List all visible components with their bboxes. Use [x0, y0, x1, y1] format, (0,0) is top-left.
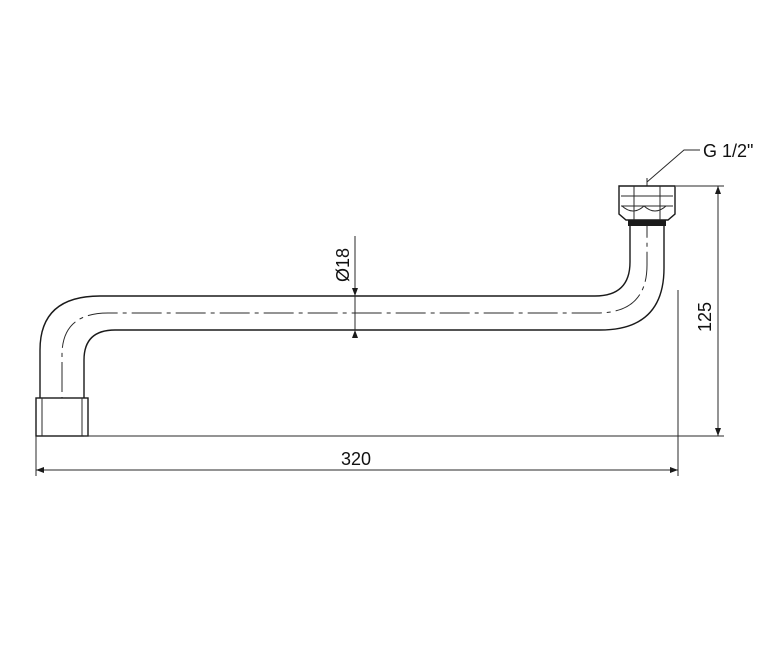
- thread-leader-line: [646, 149, 700, 183]
- height-arrow-top: [715, 186, 721, 194]
- thread-label: G 1/2": [703, 141, 753, 161]
- pipe-inner-contour: [83, 224, 665, 398]
- length-arrow-left: [36, 467, 44, 473]
- connector-nut: [618, 185, 676, 221]
- pipe-outer-contour: [39, 224, 631, 398]
- height-arrow-bottom: [715, 428, 721, 436]
- length-label: 320: [341, 449, 371, 469]
- pipe-centerline: [61, 178, 648, 436]
- diameter-arrow-top: [352, 288, 358, 296]
- diameter-arrow-bottom: [352, 330, 358, 338]
- nut-band: [628, 220, 666, 226]
- outlet-sleeve: [35, 397, 89, 437]
- height-label: 125: [695, 302, 715, 332]
- length-arrow-right: [670, 467, 678, 473]
- diameter-label: Ø18: [333, 248, 353, 282]
